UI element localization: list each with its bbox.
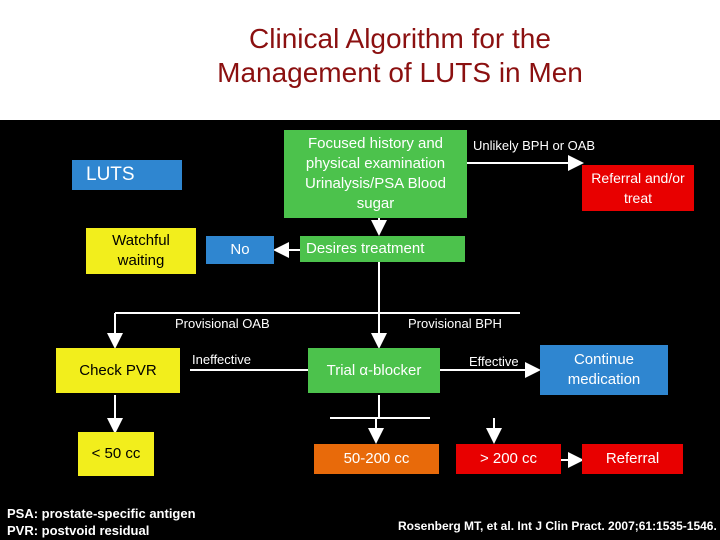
check-pvr-box: Check PVR <box>56 348 180 393</box>
gt200-text: > 200 cc <box>479 450 538 467</box>
continue-box: Continue medication <box>540 345 668 395</box>
footnote-psa: PSA: prostate-specific antigen <box>7 506 196 521</box>
luts-box: LUTS <box>72 160 182 190</box>
50-200-text: 50-200 cc <box>343 450 410 467</box>
referral-treat-text: Referral and/or treat <box>591 170 685 206</box>
citation: Rosenberg MT, et al. Int J Clin Pract. 2… <box>398 519 717 533</box>
title-line-2: Management of LUTS in Men <box>217 57 583 88</box>
no-text: No <box>230 241 250 258</box>
lt50-box: < 50 cc <box>78 432 154 476</box>
luts-text: LUTS <box>86 164 135 185</box>
history-box: Focused history and physical examination… <box>284 130 467 218</box>
continue-text: Continue medication <box>567 351 641 388</box>
provisional-bph-label: Provisional BPH <box>408 316 502 331</box>
unlikely-label: Unlikely BPH or OAB <box>473 138 596 153</box>
footnote-pvr: PVR: postvoid residual <box>7 523 150 538</box>
desires-box: Desires treatment <box>300 236 465 262</box>
title-line-1: Clinical Algorithm for the <box>249 23 551 54</box>
50-200-box: 50-200 cc <box>314 444 439 474</box>
gt200-box: > 200 cc <box>456 444 561 474</box>
lt50-text: < 50 cc <box>91 445 141 462</box>
no-box: No <box>206 236 274 264</box>
desires-text: Desires treatment <box>306 240 425 257</box>
watchful-box: Watchful waiting <box>86 228 196 274</box>
trial-text: Trial α-blocker <box>326 361 422 379</box>
referral-box: Referral <box>582 444 683 474</box>
watchful-text: Watchful waiting <box>112 232 170 269</box>
history-text: Focused history and physical examination… <box>305 135 446 212</box>
referral-text: Referral <box>605 450 660 467</box>
provisional-oab-label: Provisional OAB <box>175 316 270 331</box>
check-pvr-text: Check PVR <box>79 361 157 379</box>
trial-box: Trial α-blocker <box>308 348 440 393</box>
ineffective-label: Ineffective <box>192 352 252 367</box>
effective-label: Effective <box>469 354 519 369</box>
slide-title: Clinical Algorithm for the Management of… <box>0 22 720 90</box>
referral-treat-box: Referral and/or treat <box>582 165 694 211</box>
